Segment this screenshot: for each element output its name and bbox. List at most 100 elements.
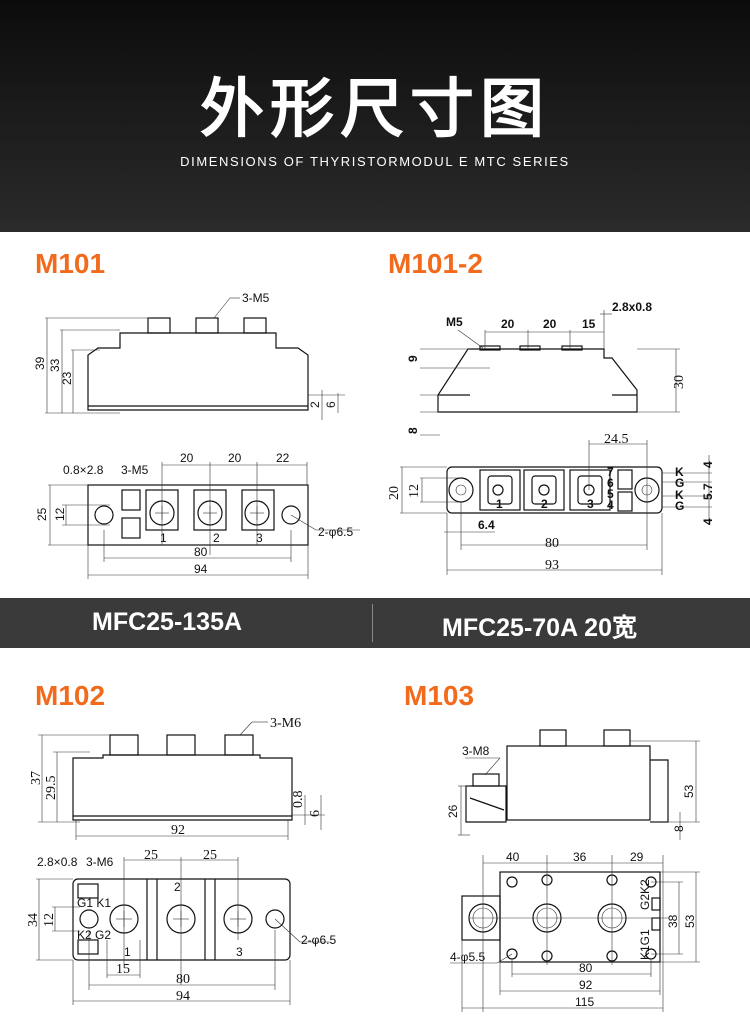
m102-side-view: 3-M6 37 29.5 0.8 6 92 — [29, 716, 325, 840]
dim-label: 80 — [579, 961, 593, 975]
dim-label: 3-M5 — [242, 291, 270, 305]
pin-label: K2 G2 — [77, 928, 111, 942]
dim-label: 3-M6 — [86, 855, 114, 869]
upper-drawings: 3-M5 39 33 23 2 6 0.8×2.8 3-M5 20 20 22 … — [33, 291, 715, 579]
pin-number: 1 — [160, 531, 167, 545]
dim-label: 9 — [406, 355, 420, 362]
dim-label: 6 — [308, 810, 323, 817]
dim-label: 34 — [26, 913, 41, 927]
dim-label: 94 — [194, 562, 208, 576]
dim-label: 0.8 — [291, 791, 306, 809]
pin-label: G1 K1 — [77, 896, 111, 910]
lower-drawings: 3-M6 37 29.5 0.8 6 92 2.8×0.8 3-M6 25 25… — [26, 716, 700, 1012]
model-label-m101: M101 — [35, 248, 106, 279]
pin-number: 3 — [256, 531, 263, 545]
dim-label: 12 — [53, 507, 67, 521]
pin-label: K1G1 — [638, 929, 652, 960]
dim-label: 3-M8 — [462, 744, 490, 758]
dim-label: 92 — [579, 978, 593, 992]
dim-label: 40 — [506, 850, 520, 864]
m102-top-view: 2.8×0.8 3-M6 25 25 34 12 2-φ6.5 15 80 94… — [26, 848, 336, 1005]
dim-label: 20 — [228, 451, 242, 465]
dim-label: 38 — [666, 914, 680, 928]
m101-top-view: 0.8×2.8 3-M5 20 20 22 25 12 2-φ6.5 80 94… — [35, 451, 360, 579]
pin-number: 3 — [236, 945, 243, 959]
model-label-m103: M103 — [404, 680, 475, 711]
dim-label: 25 — [203, 848, 217, 863]
dim-label: 5.7 — [701, 483, 715, 500]
dim-label: 115 — [575, 995, 594, 1009]
pin-number: 1 — [496, 497, 503, 511]
pin-number: 7 — [607, 465, 614, 479]
model-band: MFC25-135A MFC25-70A 20宽 — [0, 598, 750, 648]
pin-number: 2 — [213, 531, 220, 545]
model-label-m102: M102 — [35, 680, 106, 711]
pin-number: 5 — [607, 487, 614, 501]
dim-label: 20 — [387, 486, 402, 500]
dim-label: 0.8×2.8 — [63, 463, 104, 477]
pin-number: 2 — [174, 880, 181, 894]
dim-label: 12 — [407, 484, 422, 498]
dim-label: 22 — [276, 451, 290, 465]
m103-side-view: 3-M8 26 53 8 — [446, 729, 700, 840]
dim-label: 25 — [35, 507, 49, 521]
dim-label: 23 — [60, 371, 74, 385]
dim-label: 2.8×0.8 — [37, 855, 78, 869]
m103-top-view: 40 36 29 38 53 4-φ5.5 80 92 115 G2K2 K1G… — [450, 850, 700, 1012]
dim-label: 2 — [308, 401, 322, 408]
dim-label: 25 — [144, 848, 158, 863]
dim-label: 15 — [582, 317, 596, 331]
dim-label: 2-φ6.5 — [318, 525, 353, 539]
dim-label: 33 — [48, 358, 62, 372]
dim-label: 53 — [682, 784, 696, 798]
dim-label: 3-M6 — [270, 716, 301, 731]
page-subtitle: DIMENSIONS OF THYRISTORMODUL E MTC SERIE… — [180, 154, 570, 169]
dim-label: 53 — [683, 914, 697, 928]
m101-side-view: 3-M5 39 33 23 2 6 — [33, 291, 345, 420]
pin-label: G — [675, 499, 684, 513]
dim-label: 80 — [194, 545, 208, 559]
pin-label: G2K2 — [638, 879, 652, 910]
band-divider — [372, 604, 373, 642]
pin-number: 6 — [607, 476, 614, 490]
dim-label: 30 — [672, 375, 687, 389]
dim-label: 37 — [29, 771, 44, 785]
dim-label: 20 — [180, 451, 194, 465]
pin-number: 1 — [124, 945, 131, 959]
dim-label: 36 — [573, 850, 587, 864]
dim-label: 20 — [501, 317, 515, 331]
pin-label: G — [675, 476, 684, 490]
pin-label: K — [675, 465, 684, 479]
dim-label: 2-φ6.5 — [301, 933, 336, 947]
pin-number: 2 — [541, 497, 548, 511]
band-label-left: MFC25-135A — [92, 608, 243, 636]
pin-number: 3 — [587, 497, 594, 511]
dim-label: 12 — [42, 913, 57, 927]
dim-label: 26 — [446, 804, 460, 818]
dim-label: 6.4 — [478, 518, 495, 532]
dim-label: 94 — [176, 989, 190, 1004]
dim-label: M5 — [446, 315, 463, 329]
dim-label: 4 — [701, 518, 715, 525]
dim-label: 29 — [630, 850, 644, 864]
m101-2-side-view: M5 20 20 15 2.8x0.8 9 8 30 — [406, 300, 687, 436]
dim-label: 24.5 — [604, 432, 629, 447]
m101-2-top-view: 24.5 20 12 6.4 80 93 4 5.7 4 1 2 3 7 6 5… — [387, 432, 715, 575]
dim-label: 80 — [176, 972, 190, 987]
page-title: 外形尺寸图 — [200, 73, 550, 147]
model-label-m101-2: M101-2 — [388, 248, 483, 279]
dim-label: 6 — [324, 401, 338, 408]
dim-label: 80 — [545, 536, 559, 551]
dim-label: 93 — [545, 558, 559, 573]
dim-label: 8 — [406, 427, 420, 434]
dim-label: 20 — [543, 317, 557, 331]
dim-label: 92 — [171, 823, 185, 838]
pin-number: 4 — [607, 498, 614, 512]
dim-label: 2.8x0.8 — [612, 300, 652, 314]
dim-label: 39 — [33, 356, 47, 370]
dim-label: 4-φ5.5 — [450, 950, 485, 964]
dim-label: 29.5 — [44, 776, 59, 801]
band-label-right: MFC25-70A 20宽 — [442, 614, 637, 642]
dim-label: 8 — [672, 825, 686, 832]
header-banner: 外形尺寸图 DIMENSIONS OF THYRISTORMODUL E MTC… — [0, 0, 750, 232]
